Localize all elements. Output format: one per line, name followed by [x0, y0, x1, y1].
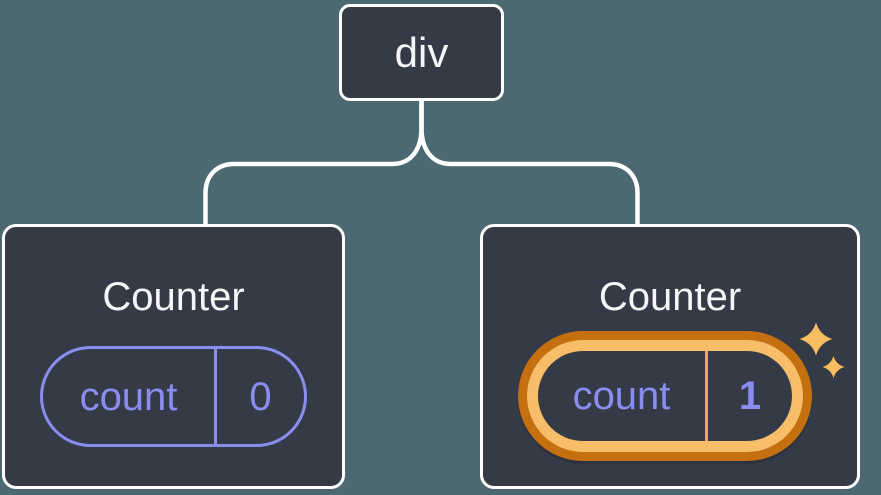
state-key-cell: count	[43, 349, 217, 444]
state-key-cell: count	[538, 351, 708, 441]
state-pill-highlight-ring-inner: count 1	[527, 340, 803, 452]
connector-right-branch	[419, 100, 640, 226]
root-node-label: div	[394, 28, 449, 76]
state-key-label: count	[79, 374, 178, 419]
counter-card-right: Counter count 1	[480, 224, 860, 489]
state-value-label: 0	[249, 374, 272, 419]
connector-left-branch	[203, 100, 424, 226]
state-value-cell: 1	[708, 351, 792, 441]
state-key-label: count	[572, 374, 671, 418]
state-value-cell: 0	[217, 349, 304, 444]
state-pill-right: count 1	[538, 351, 792, 441]
counter-title-left: Counter	[102, 275, 245, 319]
counter-title-right: Counter	[598, 275, 742, 319]
state-pill-highlight-ring: count 1	[518, 331, 812, 461]
state-pill-left: count 0	[40, 346, 307, 447]
state-value-label: 1	[738, 374, 762, 418]
root-node-div: div	[339, 4, 504, 101]
counter-card-left: Counter count 0	[2, 224, 345, 489]
